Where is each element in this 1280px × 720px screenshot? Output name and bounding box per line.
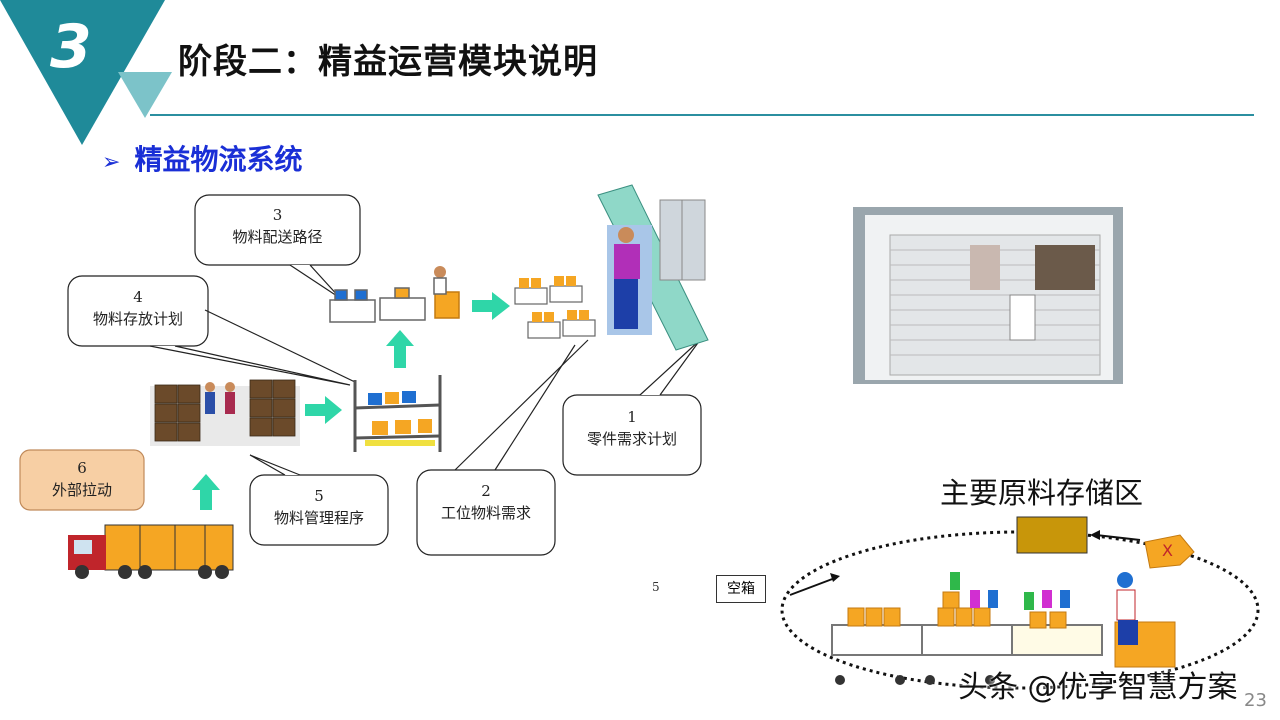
- storage-area-box: [1016, 516, 1088, 554]
- callout-5-bubble: [249, 474, 389, 546]
- callout-6-number: 6: [77, 459, 87, 477]
- storage-cycle: [780, 516, 1260, 690]
- title-divider: [150, 114, 1254, 116]
- callout-5-number: 5: [314, 487, 324, 505]
- section-number: 3: [50, 12, 92, 82]
- callout-3-number: 3: [272, 206, 283, 224]
- arrow-up-truck: [192, 474, 220, 510]
- callout-6: 6 外部拉动: [20, 457, 144, 501]
- callout-4-text: 物料存放计划: [92, 310, 183, 328]
- storage-rack: [353, 375, 442, 452]
- callout-5-text: 物料管理程序: [273, 509, 364, 527]
- workstation-illustration: [597, 184, 709, 351]
- callout-5: 5 物料管理程序: [250, 485, 388, 529]
- callout-6-bubble: [19, 449, 145, 511]
- callout-1-text: 零件需求计划: [586, 430, 677, 448]
- callout-4: 4 物料存放计划: [68, 286, 208, 330]
- storage-title: 主要原料存储区: [940, 476, 1144, 510]
- x-tag-label: X: [1162, 541, 1173, 560]
- section-badge: [0, 0, 172, 145]
- callout-4-pointer: [149, 345, 351, 386]
- stray-number: 5: [652, 580, 660, 594]
- callout-1-number: 1: [627, 408, 637, 426]
- watermark: 头条 @优享智慧方案: [958, 670, 1238, 705]
- callout-1: 1 零件需求计划: [563, 406, 701, 450]
- callout-4-number: 4: [133, 288, 143, 306]
- arrow-right-cart: [472, 292, 510, 320]
- callout-6-text: 外部拉动: [51, 481, 112, 499]
- kanban-board-photo: [853, 207, 1123, 384]
- callout-2-bubble: [416, 469, 556, 556]
- truck-illustration: [68, 524, 234, 579]
- callout-3-bubble: [194, 194, 361, 266]
- callout-3: 3 物料配送路径: [195, 204, 360, 248]
- x-tag-shape: [1144, 534, 1195, 569]
- arrow-up-rack: [386, 330, 414, 368]
- callout-3-text: 物料配送路径: [232, 228, 323, 246]
- page-title: 阶段二：精益运营模块说明: [178, 42, 598, 82]
- callout-1-pointer: [639, 339, 701, 396]
- arrow-bullet-icon: ➢: [102, 150, 121, 175]
- arrow-right-warehouse: [305, 396, 342, 424]
- subtitle-text: 精益物流系统: [134, 143, 303, 176]
- delivery-carts: [329, 266, 460, 323]
- warehouse-illustration: [150, 379, 300, 446]
- callout-1-bubble: [562, 394, 702, 476]
- callout-2-number: 2: [481, 482, 491, 500]
- callout-5-pointer: [249, 454, 301, 476]
- callout-3-pointer: [289, 264, 341, 299]
- empty-box-label: 空箱: [716, 575, 766, 603]
- section-subtitle: ➢ 精益物流系统: [102, 138, 302, 178]
- callout-2: 2 工位物料需求: [417, 480, 555, 524]
- callout-2-text: 工位物料需求: [440, 504, 531, 522]
- page-number: 23: [1244, 690, 1267, 711]
